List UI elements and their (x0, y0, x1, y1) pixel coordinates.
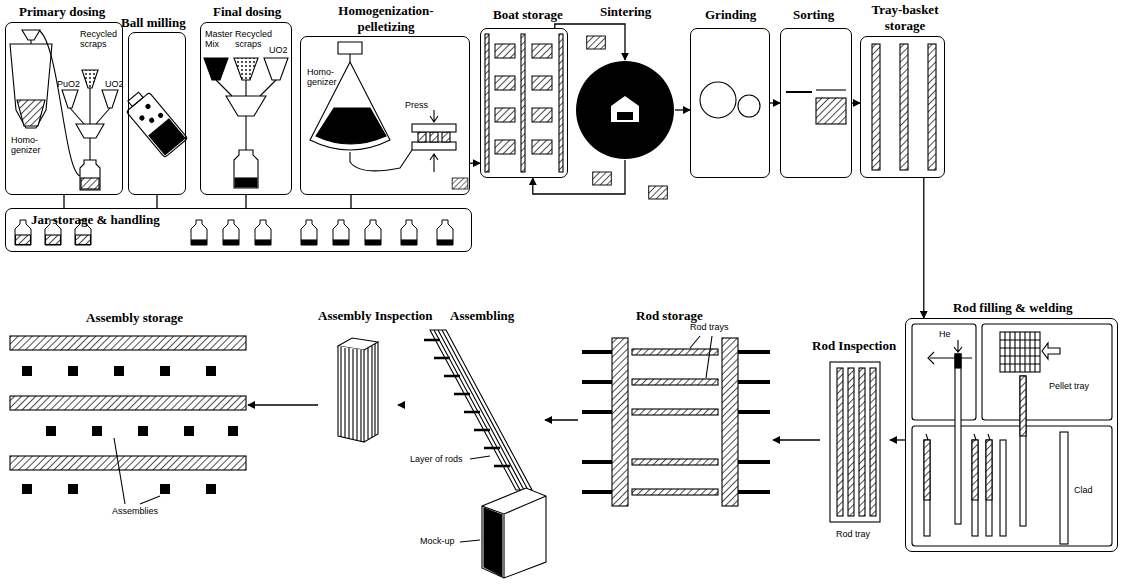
flow-arrow (675, 109, 690, 110)
flow-arrow (156, 195, 157, 208)
flow-arrow (398, 404, 405, 405)
station-heading: Primary dosing (19, 4, 105, 20)
pelletizing-station: Homogenization-pelletizingHomo-genizerPr… (300, 36, 470, 195)
flow-arrow (555, 24, 625, 60)
part-label: Layer of rods (410, 454, 463, 464)
storage-station: Tray-basket storage (860, 36, 945, 178)
part-label: Rod trays (690, 322, 729, 332)
storage-station: Boat storage (480, 28, 568, 178)
part-label: UO2 (105, 79, 124, 89)
flow-arrow (890, 439, 905, 440)
part-label: Homo-genizer (307, 67, 343, 87)
station-heading: Homogenization-pelletizing (321, 3, 451, 35)
assembling-station: AssemblingLayer of rodsMock-up (405, 305, 545, 581)
flow-arrow (248, 404, 318, 405)
flow-arrow (63, 195, 64, 208)
flow-arrow (533, 160, 625, 194)
grinding-station: Grinding (690, 28, 770, 178)
storage-station: Rod storageRod trays (578, 305, 773, 510)
part-label: Homo-genizer (11, 135, 51, 155)
part-label: Assemblies (112, 506, 158, 516)
station-heading: Rod storage (636, 308, 703, 324)
flow-arrow (852, 102, 860, 103)
part-label: Master Mix (205, 29, 235, 49)
dosing-station: Primary dosingRecycled scrapsPuO2UO2Homo… (5, 22, 123, 195)
part-label: Recycled scraps (80, 29, 124, 49)
part-label: Mock-up (420, 536, 455, 546)
milling-station: Ball milling (128, 32, 186, 195)
station-heading: Jar storage & handling (31, 212, 160, 228)
sorting-station: Sorting (780, 28, 852, 178)
flow-arrow (470, 163, 480, 164)
station-heading: Assembling (450, 308, 514, 324)
station-heading: Sorting (793, 7, 834, 23)
station-heading: Boat storage (493, 7, 563, 23)
station-heading: Ball milling (121, 15, 186, 31)
flow-arrow (545, 419, 578, 420)
part-label: PuO2 (57, 79, 80, 89)
flow-arrow (773, 439, 820, 440)
furnace-circle: Sintering (575, 60, 675, 160)
flow-arrow (245, 195, 246, 208)
station-heading: Final dosing (213, 4, 281, 20)
station-heading: Sintering (600, 4, 651, 20)
storage-band: Jar storage & handling (5, 208, 472, 252)
flow-arrow (923, 178, 924, 318)
filling-station: Rod filling & weldingHePellet trayClad (905, 318, 1118, 552)
part-label: Rod tray (836, 529, 870, 539)
flow-arrow (350, 195, 351, 208)
part-label: UO2 (269, 45, 288, 55)
part-label: Press (405, 100, 428, 110)
dosing-station: Final dosingMaster MixRecycled scrapsUO2 (200, 22, 292, 195)
station-heading: Assembly Inspection (318, 308, 433, 324)
part-label: Clad (1074, 485, 1093, 495)
station-heading: Grinding (705, 7, 756, 23)
furnace-outline (575, 60, 675, 160)
station-heading: Assembly storage (86, 310, 183, 326)
flow-arrow (770, 102, 780, 103)
part-label: Pellet tray (1049, 381, 1089, 391)
station-heading: Rod Inspection (812, 338, 896, 354)
part-label: He (939, 329, 951, 339)
storage-station: Assembly storageAssemblies (8, 305, 248, 530)
station-heading: Tray-basket storage (859, 2, 951, 34)
station-heading: Rod filling & welding (953, 300, 1073, 316)
inspection-station: Rod InspectionRod tray (820, 335, 890, 547)
inspection-station: Assembly Inspection (318, 305, 398, 447)
